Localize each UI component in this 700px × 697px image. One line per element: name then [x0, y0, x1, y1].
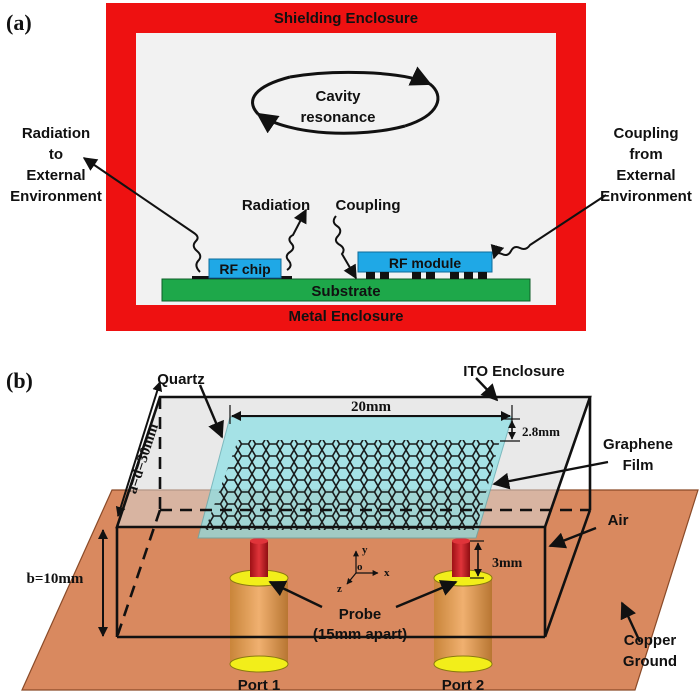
copper-label-2: Ground [623, 653, 677, 670]
air-label: Air [608, 512, 629, 529]
rf-chip-label: RF chip [219, 261, 270, 277]
panel-a: (a) Shielding Enclosure Metal Enclosure … [6, 3, 692, 331]
leader-arrows [198, 377, 642, 643]
radiation-label: Radiation [242, 197, 310, 214]
radiation-external-1: Radiation [22, 125, 90, 142]
radiation-arrow [285, 208, 307, 271]
port-1-label: Port 1 [238, 677, 281, 694]
rf-module [357, 251, 493, 273]
quartz-label: Quartz [157, 371, 205, 388]
coupling-external-3: External [616, 167, 675, 184]
thickness-dimension-label: 2.8mm [522, 424, 560, 439]
cavity-resonance-arrows [251, 66, 440, 135]
coupling-arrow [332, 215, 357, 280]
rf-module-solder-balls [366, 272, 487, 279]
coordinate-axes [346, 550, 379, 585]
axis-x-label: x [384, 567, 390, 579]
panel-b-tag: (b) [6, 368, 33, 393]
probe-label-2: (15mm apart) [313, 626, 407, 643]
rf-chip [208, 258, 282, 279]
gap-dimension-label: 3mm [492, 556, 523, 571]
metal-enclosure-label: Metal Enclosure [288, 308, 403, 325]
axis-o-label: o [357, 561, 363, 573]
port-2-label: Port 2 [442, 677, 485, 694]
width-dimension-label: 20mm [351, 399, 391, 415]
probe-1 [250, 538, 268, 577]
b-dimension-label: b=10mm [27, 571, 84, 587]
rf-module-label: RF module [389, 255, 462, 271]
coupling-label: Coupling [336, 197, 401, 214]
ito-label: ITO Enclosure [463, 363, 564, 380]
copper-label-1: Copper [624, 632, 677, 649]
axis-y-label: y [362, 544, 368, 556]
probe-2 [452, 538, 470, 577]
probe-label-1: Probe [339, 606, 382, 623]
port-2 [433, 569, 493, 673]
panel-b: (b) [6, 363, 699, 694]
radiation-external-3: External [26, 167, 85, 184]
substrate-label: Substrate [311, 283, 380, 300]
cavity-label-1: Cavity [315, 88, 361, 105]
coupling-external-1: Coupling [614, 125, 679, 142]
shielding-enclosure-label: Shielding Enclosure [274, 10, 418, 27]
coupling-external-4: Environment [600, 188, 692, 205]
radiation-external-2: to [49, 146, 63, 163]
ad-dimension-line [115, 381, 163, 517]
panel-a-tag: (a) [6, 10, 32, 35]
cavity-label-2: resonance [300, 109, 375, 126]
axis-z-label: z [337, 583, 342, 595]
graphene-label-1: Graphene [603, 436, 673, 453]
radiation-external-arrow [82, 157, 202, 273]
graphene-label-2: Film [623, 457, 654, 474]
port-1 [229, 569, 289, 673]
graphene-film [205, 440, 500, 530]
coupling-external-arrow [490, 194, 607, 260]
coupling-external-2: from [629, 146, 662, 163]
radiation-external-4: Environment [10, 188, 102, 205]
